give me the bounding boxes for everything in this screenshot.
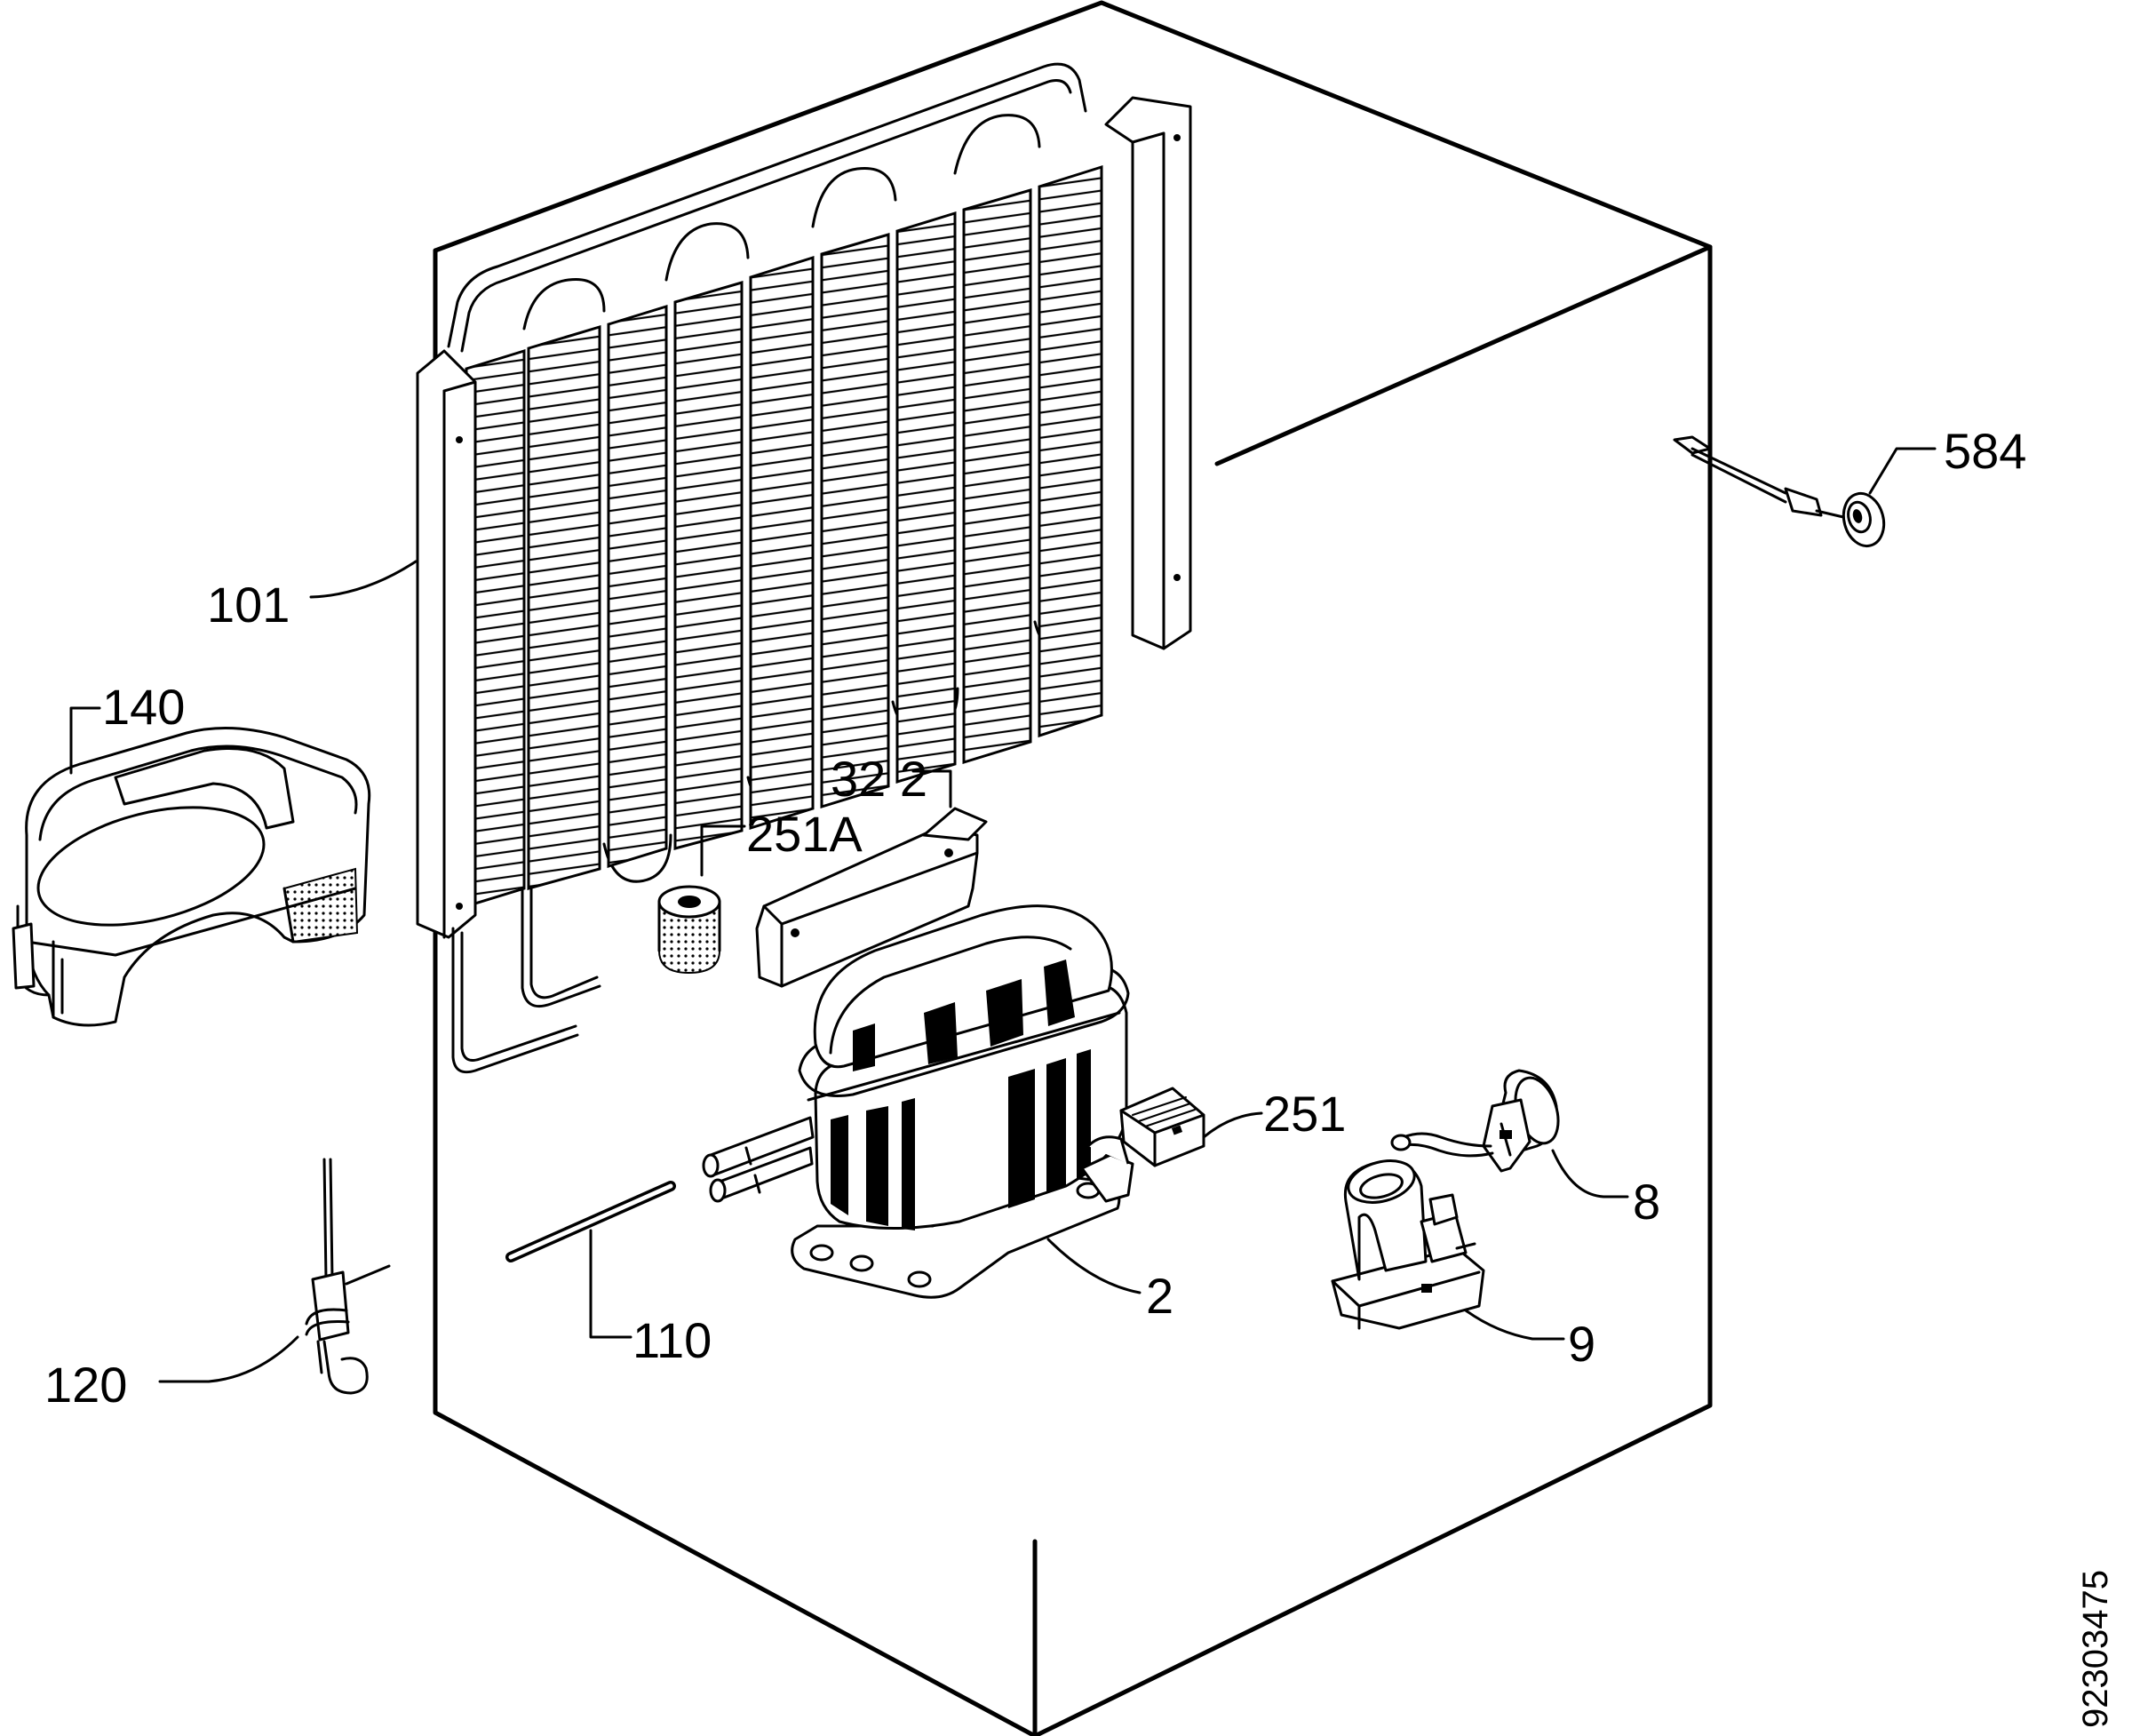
relay-cover: [1331, 1159, 1485, 1330]
label-140: 140: [102, 679, 185, 735]
label-110: 110: [632, 1312, 712, 1368]
rubber-grommet: [657, 885, 721, 975]
label-9: 9: [1568, 1316, 1595, 1372]
label-8: 8: [1633, 1174, 1660, 1230]
condenser-coil: [416, 62, 1192, 1074]
mounting-rail: [755, 807, 988, 988]
drip-tray: [12, 727, 371, 1027]
drawing-reference-code: 92303475: [2076, 1570, 2115, 1728]
label-251: 251: [1263, 1086, 1346, 1142]
drier-filter: [305, 1158, 391, 1395]
label-322: 32 2: [831, 751, 927, 807]
leader-lines: [69, 447, 1937, 1383]
label-584: 584: [1944, 423, 2026, 479]
starter-relay: [1119, 1087, 1205, 1167]
compressor-shading: [831, 1049, 1091, 1230]
part-number-labels: 584 101 140 32 2 251A 251 8 2 9 110 120: [44, 423, 2026, 1413]
label-2: 2: [1146, 1268, 1173, 1324]
label-120: 120: [44, 1357, 127, 1413]
sensor-bulb: [1673, 435, 1886, 548]
process-tube: [505, 1181, 676, 1262]
label-101: 101: [207, 577, 290, 633]
label-251a: 251A: [746, 806, 863, 862]
compressor: [702, 904, 1134, 1299]
overload-protector: [1390, 1069, 1560, 1173]
